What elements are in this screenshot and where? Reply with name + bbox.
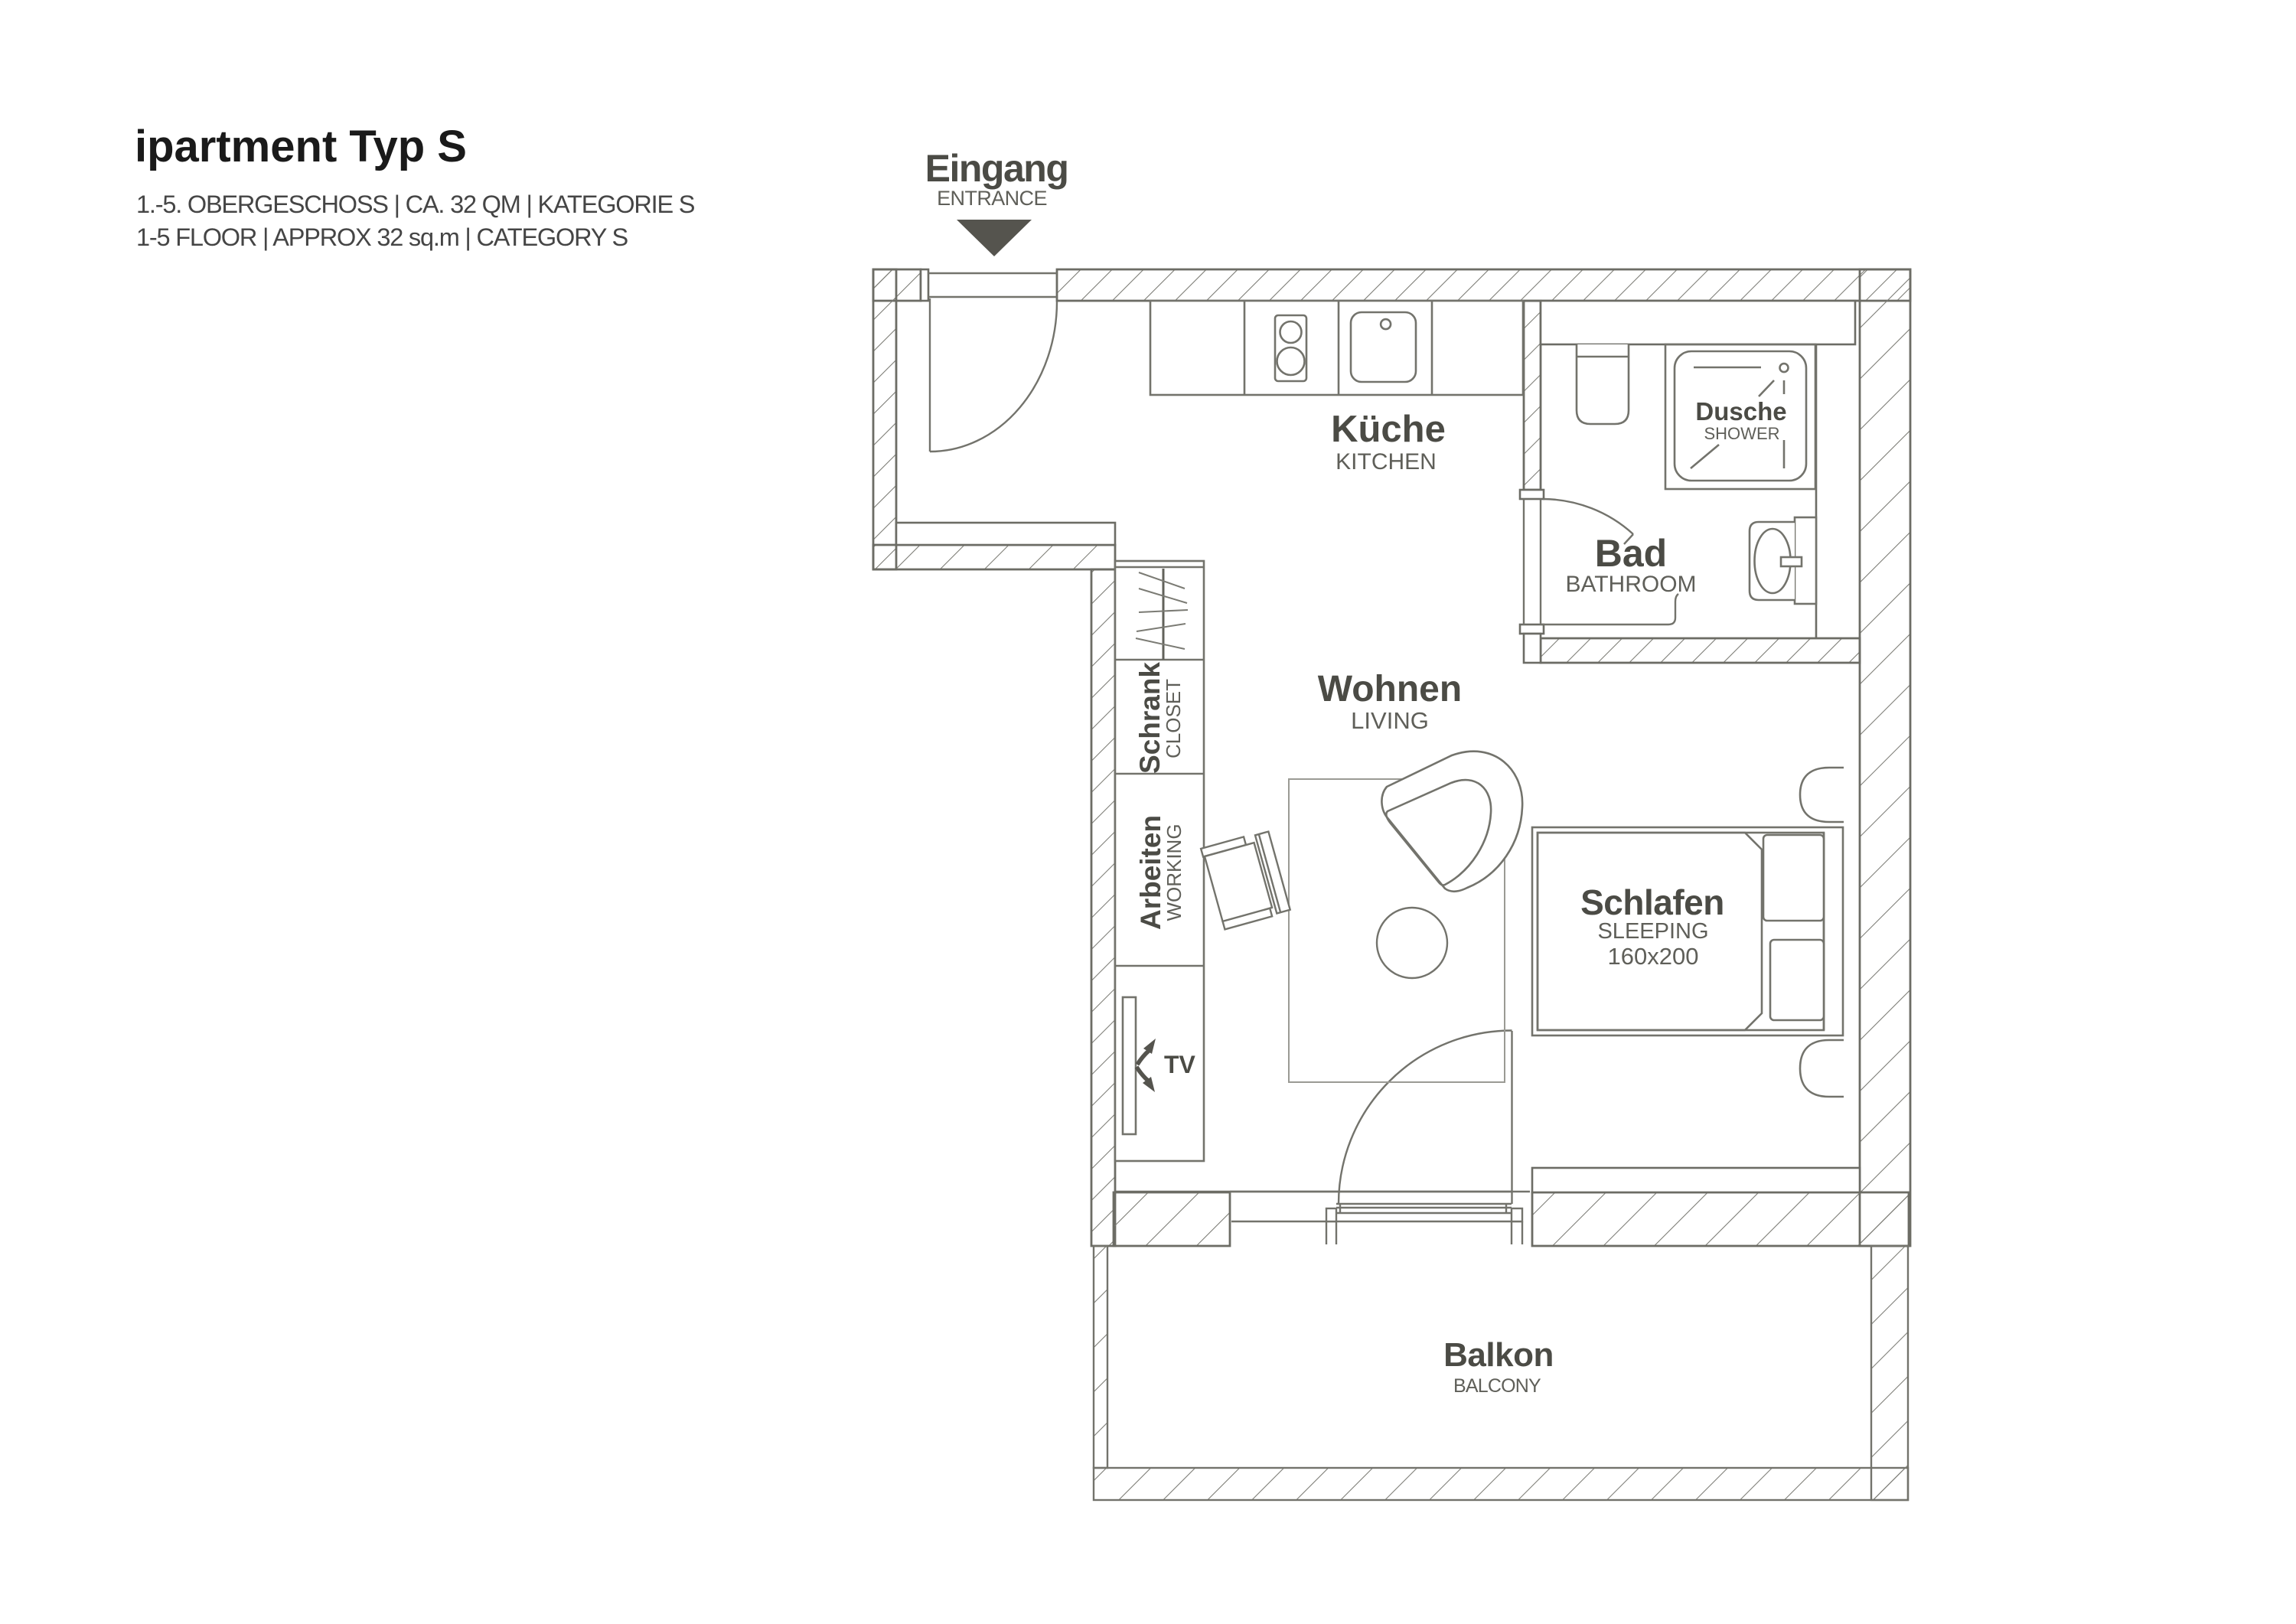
svg-text:1-5 FLOOR | APPROX 32 sq.m | C: 1-5 FLOOR | APPROX 32 sq.m | CATEGORY S xyxy=(136,223,628,251)
svg-text:ENTRANCE: ENTRANCE xyxy=(937,187,1047,210)
svg-text:WORKING: WORKING xyxy=(1163,823,1186,921)
svg-text:1.-5. OBERGESCHOSS | CA. 32 QM: 1.-5. OBERGESCHOSS | CA. 32 QM | KATEGOR… xyxy=(136,191,695,218)
svg-text:SHOWER: SHOWER xyxy=(1704,424,1780,443)
svg-text:BALCONY: BALCONY xyxy=(1453,1375,1541,1397)
svg-text:Eingang: Eingang xyxy=(925,147,1068,190)
svg-text:Schlafen: Schlafen xyxy=(1580,882,1724,922)
svg-text:LIVING: LIVING xyxy=(1351,707,1429,734)
svg-text:CLOSET: CLOSET xyxy=(1162,679,1185,758)
svg-text:Schrank: Schrank xyxy=(1134,662,1166,774)
svg-text:BATHROOM: BATHROOM xyxy=(1565,572,1696,597)
svg-text:Wohnen: Wohnen xyxy=(1318,669,1462,709)
svg-text:TV: TV xyxy=(1164,1051,1196,1078)
svg-text:Arbeiten: Arbeiten xyxy=(1135,815,1166,930)
svg-text:SLEEPING: SLEEPING xyxy=(1597,919,1708,944)
svg-text:Bad: Bad xyxy=(1595,532,1667,575)
svg-text:Küche: Küche xyxy=(1331,409,1446,450)
svg-text:Balkon: Balkon xyxy=(1443,1336,1554,1374)
svg-text:KITCHEN: KITCHEN xyxy=(1336,449,1437,474)
svg-text:160x200: 160x200 xyxy=(1608,943,1699,970)
svg-text:Dusche: Dusche xyxy=(1695,397,1786,426)
svg-text:ipartment Typ S: ipartment Typ S xyxy=(135,122,467,171)
